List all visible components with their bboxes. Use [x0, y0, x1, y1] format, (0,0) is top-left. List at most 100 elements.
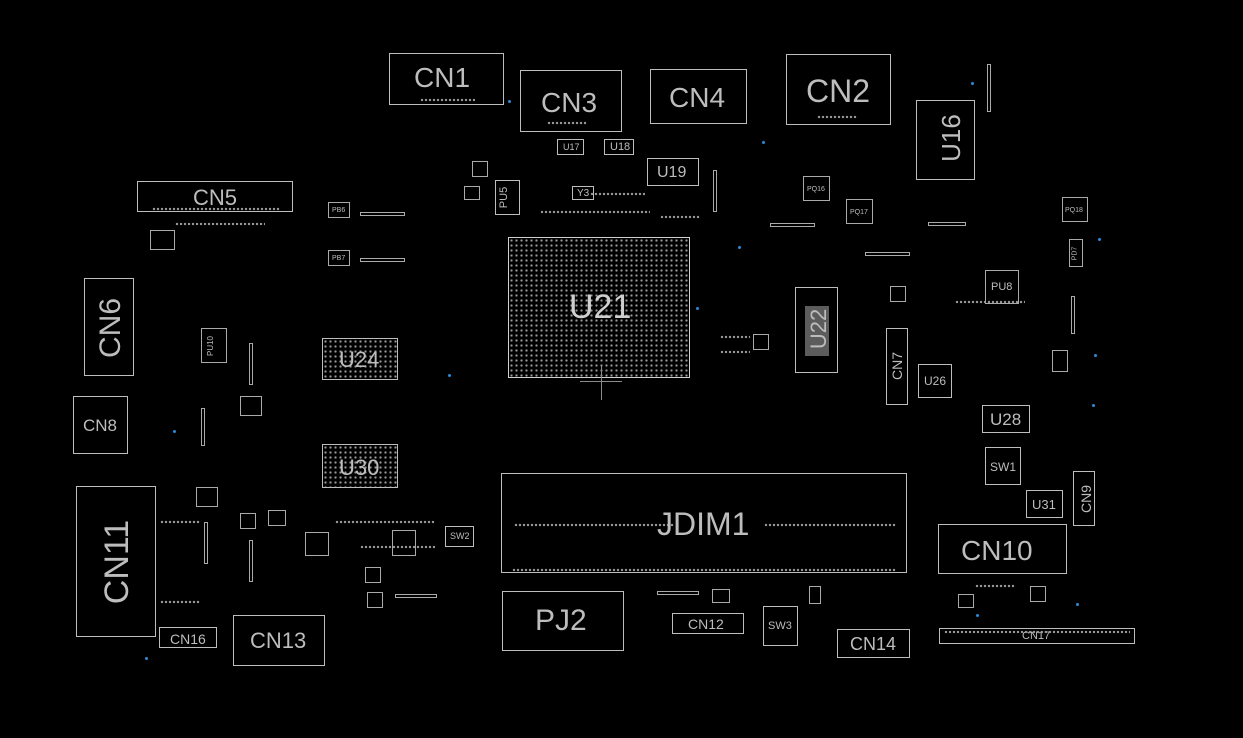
- component-cn13[interactable]: CN13: [233, 615, 325, 666]
- component-pu8[interactable]: PU8: [985, 270, 1019, 304]
- pad-row: [590, 192, 645, 196]
- pad-row: [975, 584, 1015, 588]
- component-cn6[interactable]: CN6: [84, 278, 134, 376]
- component-u26[interactable]: U26: [918, 364, 952, 398]
- component-u19[interactable]: U19: [647, 158, 699, 186]
- cpu-crosshair-v: [601, 366, 602, 400]
- component-cn8[interactable]: CN8: [73, 396, 128, 454]
- component-cn12[interactable]: CN12: [672, 613, 744, 634]
- via: [145, 657, 148, 660]
- label-u21: U21: [569, 288, 632, 326]
- passive-block: [392, 530, 416, 556]
- component-cn14[interactable]: CN14: [837, 629, 910, 658]
- component-pb7[interactable]: PB7: [328, 250, 350, 266]
- passive-block: [367, 592, 383, 608]
- trace: [657, 591, 699, 595]
- component-cn2[interactable]: CN2: [786, 54, 891, 125]
- component-u16[interactable]: U16: [916, 100, 975, 180]
- component-cn7[interactable]: CN7: [886, 328, 908, 405]
- label-cn10: CN10: [961, 535, 1033, 566]
- passive-block: [240, 396, 262, 416]
- trace: [360, 258, 405, 262]
- component-cn4[interactable]: CN4: [650, 69, 747, 124]
- component-pq18[interactable]: PQ18: [1062, 197, 1088, 222]
- trace: [395, 594, 437, 598]
- component-u31[interactable]: U31: [1026, 490, 1063, 518]
- trace: [201, 408, 205, 446]
- via: [976, 614, 979, 617]
- label-sw3: SW3: [768, 620, 792, 632]
- pad-row: [720, 335, 750, 339]
- trace: [249, 540, 253, 582]
- passive-block: [712, 589, 730, 603]
- component-pj2[interactable]: PJ2: [502, 591, 624, 651]
- label-cn5: CN5: [193, 185, 238, 210]
- label-cn12: CN12: [688, 616, 724, 632]
- label-pd7: PD7: [1071, 246, 1079, 261]
- passive-block: [196, 487, 218, 507]
- pad-row: [720, 350, 750, 354]
- passive-block: [268, 510, 286, 526]
- component-u24[interactable]: U24: [322, 338, 398, 380]
- label-cn17: CN17: [1022, 630, 1051, 642]
- pad-row: [360, 545, 435, 549]
- label-pu10: PU10: [206, 335, 216, 357]
- component-cn3[interactable]: CN3: [520, 70, 622, 132]
- passive-block: [150, 230, 175, 250]
- component-u17[interactable]: U17: [557, 139, 584, 155]
- component-pq17[interactable]: PQ17: [846, 199, 873, 224]
- component-u18[interactable]: U18: [604, 139, 634, 155]
- passive-block: [472, 161, 488, 177]
- label-cn3: CN3: [541, 87, 598, 118]
- label-cn13: CN13: [250, 628, 307, 653]
- label-sw2: SW2: [450, 531, 470, 541]
- component-cn10[interactable]: CN10: [938, 524, 1067, 574]
- passive-block: [753, 334, 769, 350]
- component-jdim1[interactable]: JDIM1: [501, 473, 907, 573]
- component-cn9[interactable]: CN9: [1073, 471, 1095, 526]
- component-cn16[interactable]: CN16: [159, 627, 217, 648]
- component-u28[interactable]: U28: [982, 405, 1030, 433]
- via: [1098, 238, 1101, 241]
- trace: [204, 522, 208, 564]
- component-cn1[interactable]: CN1: [389, 53, 504, 105]
- label-u18: U18: [610, 141, 631, 153]
- via: [448, 374, 451, 377]
- component-cn17[interactable]: CN17: [939, 628, 1135, 644]
- label-cn4: CN4: [669, 82, 726, 113]
- passive-block: [1052, 350, 1068, 372]
- pad-row: [175, 222, 265, 226]
- pad-row: [160, 520, 200, 524]
- component-pd7[interactable]: PD7: [1069, 239, 1083, 267]
- pad-row: [540, 210, 650, 214]
- component-sw1[interactable]: SW1: [985, 447, 1021, 485]
- component-u30[interactable]: U30: [322, 444, 398, 488]
- component-cn11[interactable]: CN11: [76, 486, 156, 637]
- label-cn1: CN1: [414, 62, 471, 93]
- via: [738, 246, 741, 249]
- label-cn14: CN14: [850, 634, 897, 654]
- label-pu5: PU5: [498, 186, 511, 209]
- component-pu5[interactable]: PU5: [495, 180, 520, 215]
- component-sw3[interactable]: SW3: [763, 606, 798, 646]
- component-pb6[interactable]: PB6: [328, 202, 350, 218]
- pad-row: [955, 300, 1025, 304]
- label-u16: U16: [935, 114, 966, 162]
- component-u22[interactable]: U22: [795, 287, 838, 373]
- via: [1076, 603, 1079, 606]
- passive-block: [305, 532, 329, 556]
- passive-block: [464, 186, 480, 200]
- label-u26: U26: [924, 374, 947, 388]
- passive-block: [365, 567, 381, 583]
- label-cn2: CN2: [806, 73, 871, 109]
- pad-row: [160, 600, 200, 604]
- trace: [360, 212, 405, 216]
- component-pq16[interactable]: PQ16: [803, 176, 830, 201]
- component-pu10[interactable]: PU10: [201, 328, 227, 363]
- component-u21[interactable]: U21: [508, 237, 690, 378]
- label-cn8: CN8: [83, 416, 118, 435]
- trace: [770, 223, 815, 227]
- component-sw2[interactable]: SW2: [445, 526, 474, 547]
- component-cn5[interactable]: CN5: [137, 181, 293, 212]
